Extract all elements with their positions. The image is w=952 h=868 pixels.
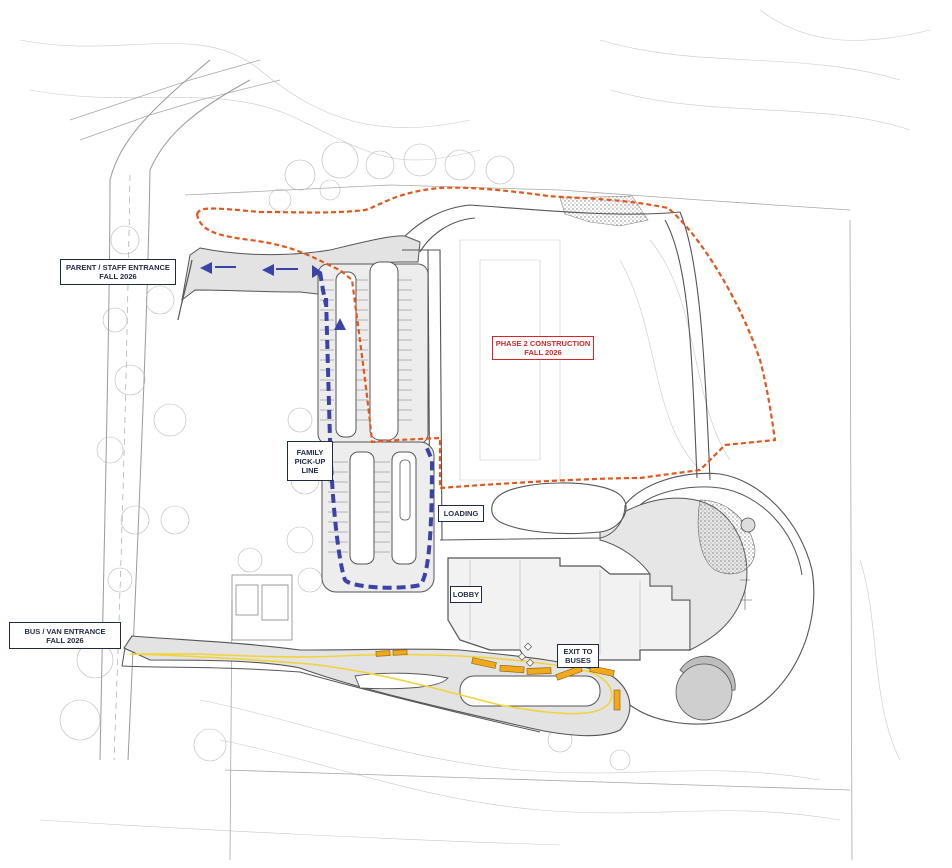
parking-lot-south xyxy=(321,441,435,593)
west-building-footprint xyxy=(231,574,293,641)
exit-to-buses-label: EXIT TO BUSES xyxy=(557,644,599,668)
bus xyxy=(471,657,497,669)
bus xyxy=(613,689,621,711)
phase2-date: FALL 2026 xyxy=(524,348,562,357)
loading-label: LOADING xyxy=(438,505,484,522)
east-loop xyxy=(599,472,815,725)
exit-markers xyxy=(517,642,535,667)
bus-loop xyxy=(121,635,631,737)
bus-entrance-date: FALL 2026 xyxy=(46,635,84,645)
parent-entrance-date: FALL 2026 xyxy=(99,272,137,281)
lobby-label: LOBBY xyxy=(450,586,482,603)
loading-drive xyxy=(439,504,626,541)
bus xyxy=(526,667,552,675)
family-pickup-line3: LINE xyxy=(301,465,319,475)
parent-entrance-title: PARENT / STAFF ENTRANCE xyxy=(66,263,170,272)
tree-canopy xyxy=(59,141,631,771)
phase2-boundary xyxy=(195,186,777,490)
service-road xyxy=(402,204,711,541)
topo-linework xyxy=(19,9,931,846)
bus xyxy=(392,649,408,656)
family-pickup-line1: FAMILY xyxy=(296,447,324,457)
family-pickup-line2: PICK-UP xyxy=(294,456,326,466)
pickup-route xyxy=(318,271,435,590)
parking-lot-north xyxy=(317,261,429,445)
phase2-title: PHASE 2 CONSTRUCTION xyxy=(495,339,591,348)
bus xyxy=(375,650,391,657)
bus xyxy=(555,665,583,681)
bus-van-entrance-label: BUS / VAN ENTRANCE FALL 2026 xyxy=(9,622,121,649)
parent-staff-entrance-label: PARENT / STAFF ENTRANCE FALL 2026 xyxy=(60,259,176,285)
bus-entrance-title: BUS / VAN ENTRANCE xyxy=(24,626,106,636)
lobby-text: LOBBY xyxy=(452,590,480,599)
bus xyxy=(499,664,525,674)
parent-drive xyxy=(177,235,421,321)
pickup-arrows xyxy=(200,262,346,330)
family-pickup-line-label: FAMILY PICK-UP LINE xyxy=(287,441,333,481)
phase2-construction-label: PHASE 2 CONSTRUCTION FALL 2026 xyxy=(492,336,594,360)
exit-buses-line1: EXIT TO xyxy=(563,647,593,656)
loading-text: LOADING xyxy=(443,509,479,518)
survey-lines xyxy=(69,59,853,861)
exit-buses-line2: BUSES xyxy=(565,656,591,665)
stippled-area-north xyxy=(559,195,649,227)
bus xyxy=(589,665,615,677)
loading-island xyxy=(491,482,627,535)
buses xyxy=(375,649,621,711)
